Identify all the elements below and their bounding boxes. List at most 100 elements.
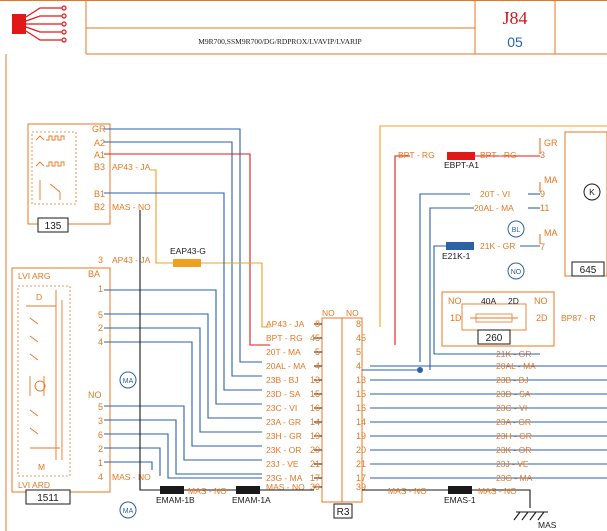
c1511-wire-ap43: AP43 - JA <box>112 255 151 265</box>
svg-text:MA: MA <box>123 508 134 515</box>
svg-text:MA: MA <box>123 378 134 385</box>
bpt-left-label: BPT - RG <box>398 150 435 160</box>
c1511-title: LVI ARG <box>18 271 50 281</box>
r3-left-pin: 14 <box>310 417 320 427</box>
r3-right-pin: 21 <box>356 459 366 469</box>
r3-left-pin: 8 <box>315 319 320 329</box>
c1511-pin-3: 3 <box>98 255 103 265</box>
r3-right-wire-code: 23B - BJ <box>496 375 529 385</box>
ebpt-label: EBPT-A1 <box>444 160 479 170</box>
r3-right-wire-code: 23K - OR <box>496 445 531 455</box>
emam1a-label: EMAM-1A <box>232 495 271 505</box>
r3-left-pin: 17 <box>310 473 320 483</box>
fuse-pin-2d-top: 2D <box>508 296 519 306</box>
r3-left-pin: 5 <box>315 347 320 357</box>
ground-label: MAS <box>538 520 557 530</box>
r3-right-wire-code: 23A - GR <box>496 417 531 427</box>
r3-right-wire-code: 23J - VE <box>496 459 529 469</box>
mas-no-bottom-1: MAS - NO <box>188 486 227 496</box>
r3-right-wire-code: 23D - SA <box>496 389 531 399</box>
r3-left-pin: 4 <box>315 361 320 371</box>
r3-left-wire-code: 23J - VE <box>266 459 299 469</box>
r3-left-wire-code: 23D - SA <box>266 389 301 399</box>
w20t-label: 20T - VI <box>480 189 510 199</box>
vehicle-models: M9R700,SSM9R700/DG/RDPROX/LVAVIP/LVARIP <box>198 37 361 46</box>
connector-eap43 <box>173 259 201 267</box>
r3-left-wire-code: 23K - OR <box>266 445 301 455</box>
diagram-code: J84 <box>502 8 527 28</box>
r3-top-right: NO <box>346 308 359 318</box>
connector-ebpt <box>447 152 475 160</box>
c645-pin-ma: MA <box>544 175 558 185</box>
wire-bundle-left <box>104 128 270 491</box>
r3-right-pin: 45 <box>356 333 366 343</box>
r3-left-pin: 45 <box>310 333 320 343</box>
component-645: K 645 GR 3 MA 9 11 MA 7 <box>540 131 607 277</box>
mas-no-bottom-3: MAS - NO <box>478 486 517 496</box>
component-135: 135 GR A2 A1 B3 B1 B2 AP43 - JA MAS - NO <box>27 123 151 233</box>
eap43-label: EAP43-G <box>170 246 206 256</box>
component-260-label: 260 <box>486 333 503 344</box>
r3-left-pin: 16 <box>310 403 320 413</box>
r3-right-wire-code: 23C - VI <box>496 403 527 413</box>
r3-left-pin: 15 <box>310 389 320 399</box>
r3-right-pin: 5 <box>356 347 361 357</box>
emam1b-label: EMAM-1B <box>156 495 195 505</box>
junction-dot <box>417 367 423 373</box>
connector-e21k <box>446 242 474 250</box>
r3-right-pin: 14 <box>356 417 366 427</box>
r3-right-pin: 4 <box>356 361 361 371</box>
c1511-pin-2: 2 <box>98 323 103 333</box>
no-circle: NO <box>507 262 525 280</box>
connector-emam1a <box>236 486 260 494</box>
c135-pin-gr: GR <box>92 124 106 134</box>
e21k-label: E21K-1 <box>442 251 471 261</box>
c1511-pin-b2: 2 <box>98 444 103 454</box>
r3-left-wire-code: 23B - BJ <box>266 375 299 385</box>
r3-left-wire-code: 23H - GR <box>266 431 302 441</box>
c1511-pin-b4: 4 <box>98 472 103 482</box>
r3-left-wire-code: 23A - GR <box>266 417 301 427</box>
c1511-wire-mas: MAS - NO <box>112 472 151 482</box>
w21k-label: 21K - GR <box>480 241 515 251</box>
component-1511: LVI ARG LVI ARD D M 1511 BA 3 1 5 2 4 NO… <box>11 255 151 505</box>
c645-pin-9: 9 <box>540 189 545 199</box>
c1511-pin-no: NO <box>88 390 102 400</box>
r3-left-wire-code: 20AL - MA <box>266 361 306 371</box>
c1511-title-bottom: LVI ARD <box>18 480 50 490</box>
r3-left-pin: 21 <box>310 459 320 469</box>
component-135-label: 135 <box>45 221 62 232</box>
connector-emas1 <box>448 486 472 494</box>
r3-left-wire-code: AP43 - JA <box>266 319 305 329</box>
bl-circle: BL <box>507 220 525 238</box>
r3-right-pin: 20 <box>356 445 366 455</box>
c135-pin-a2: A2 <box>94 138 105 148</box>
r3-right-pin: 16 <box>356 403 366 413</box>
w20al-label: 20AL - MA <box>474 203 514 213</box>
c1511-pin-b1: 1 <box>98 458 103 468</box>
component-645-label: 645 <box>580 265 597 276</box>
connector-emam1b <box>160 486 184 494</box>
k-circle-label: K <box>589 187 595 197</box>
r3-left-pin: 39 <box>310 482 320 492</box>
c1511-pin-4: 4 <box>98 337 103 347</box>
c645-pin-7: 7 <box>540 242 545 252</box>
c1511-pin-5: 5 <box>98 310 103 320</box>
r3-right-pin: 19 <box>356 431 366 441</box>
r3-left-wire-code: BPT - RG <box>266 333 303 343</box>
r3-left-wire-code: 23C - VI <box>266 403 297 413</box>
r3-right-wire-code: 23G - MA <box>496 473 533 483</box>
c1511-symbol-d: D <box>36 292 42 302</box>
c135-pin-b1: B1 <box>94 189 105 199</box>
component-260: 260 40A 2D 1D 2D NO NO <box>441 291 555 347</box>
r3-top-left: NO <box>322 308 335 318</box>
ma-circle-1: MA <box>119 371 137 389</box>
c1511-pin-b3: 3 <box>98 416 103 426</box>
c645-pin-gr: GR <box>544 138 558 148</box>
c1511-pin-1: 1 <box>98 284 103 294</box>
fuse-ring-no-right: NO <box>534 296 548 306</box>
emas1-label: EMAS-1 <box>444 495 476 505</box>
